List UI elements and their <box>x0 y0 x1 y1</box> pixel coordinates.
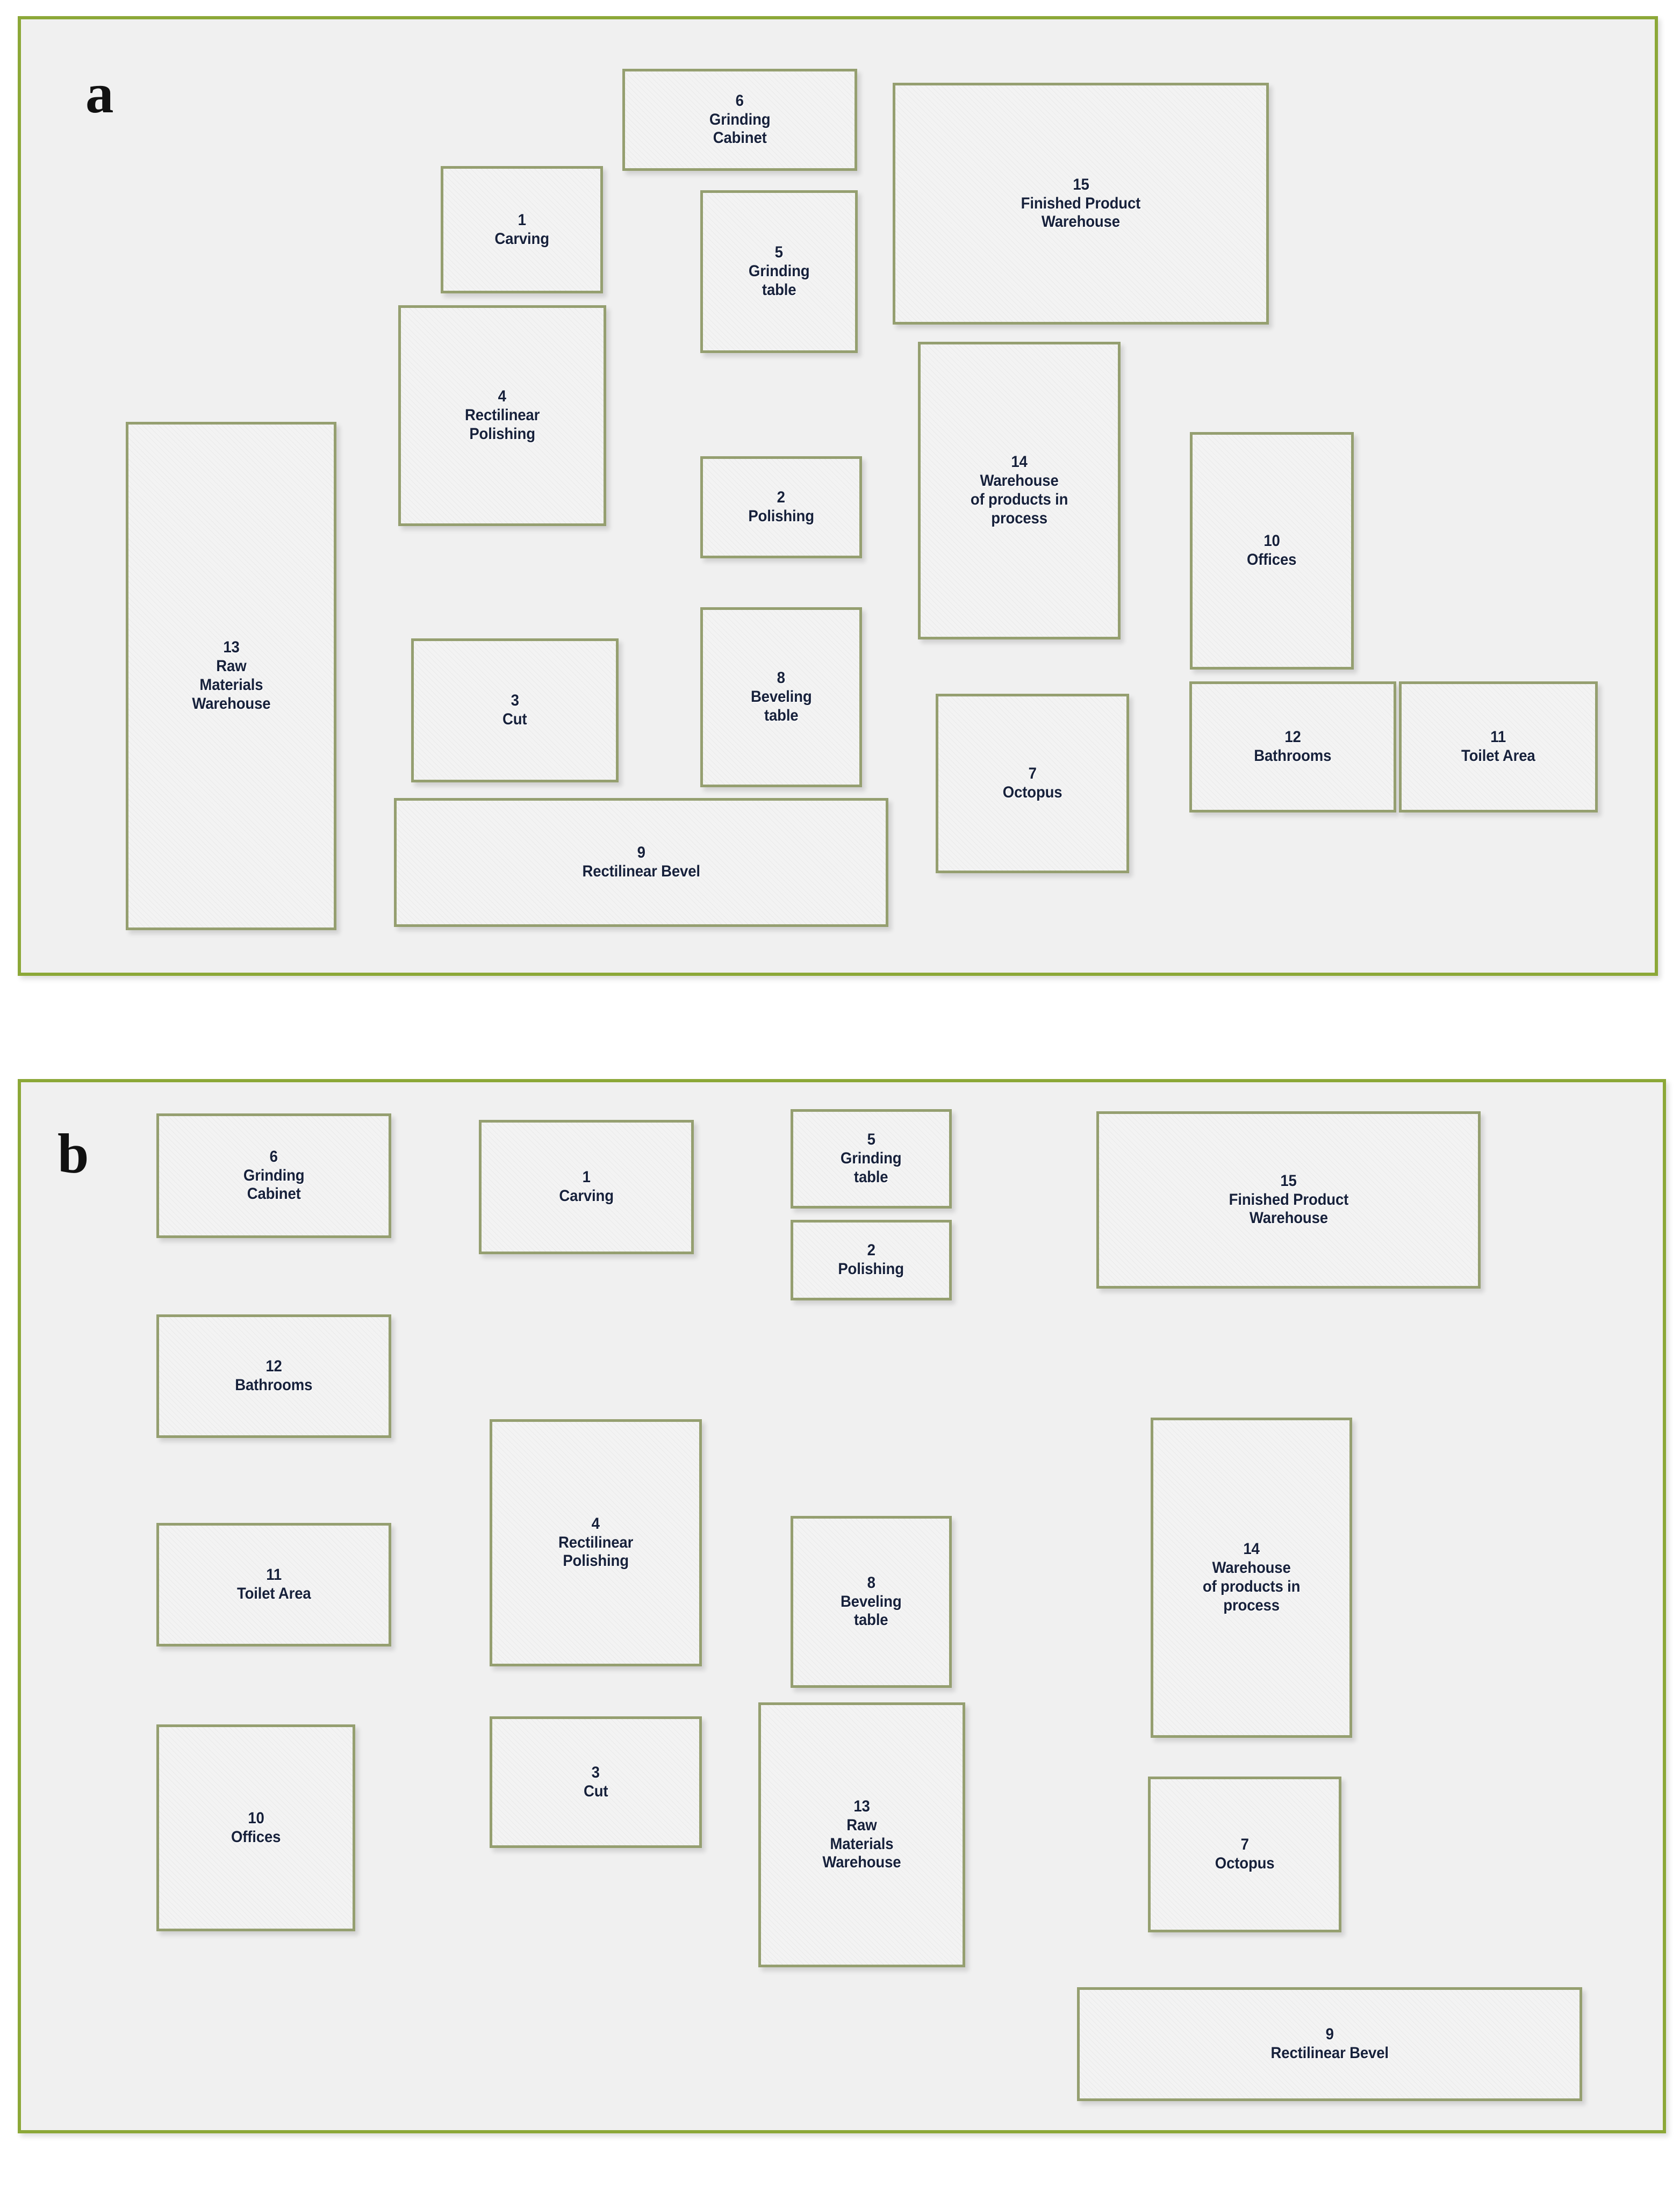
department-number: 14 <box>1243 1540 1260 1558</box>
department-name: Grinding Cabinet <box>709 110 771 147</box>
department-name: Rectilinear Bevel <box>1270 2044 1389 2062</box>
department-name: Carving <box>559 1187 614 1205</box>
department-name: Raw Materials Warehouse <box>191 657 271 713</box>
department-name: Bathrooms <box>1254 747 1332 765</box>
department-name: Grinding table <box>748 262 810 299</box>
department-number: 3 <box>511 692 519 710</box>
department-number: 15 <box>1280 1171 1297 1190</box>
department-name: Toilet Area <box>1461 747 1535 765</box>
department-name: Finished Product Warehouse <box>1021 194 1141 231</box>
department-name: Rectilinear Bevel <box>582 862 700 880</box>
department-name: Finished Product Warehouse <box>1229 1190 1348 1227</box>
department-number: 10 <box>1263 532 1280 550</box>
department-name: Grinding Cabinet <box>243 1166 305 1203</box>
department-number: 7 <box>1240 1836 1249 1854</box>
department-name: Beveling table <box>750 688 812 724</box>
department-number: 12 <box>1284 728 1301 746</box>
department-name: Cut <box>502 710 527 728</box>
department-name: Toilet Area <box>236 1585 311 1602</box>
department-number: 13 <box>853 1797 870 1815</box>
department-name: Cut <box>583 1782 608 1800</box>
department-number: 6 <box>735 91 744 110</box>
department-number: 2 <box>777 488 786 507</box>
department-number: 12 <box>265 1357 282 1376</box>
department-number: 9 <box>1325 2025 1334 2044</box>
department-name: Offices <box>231 1828 281 1846</box>
department-name: Bathrooms <box>235 1376 313 1394</box>
department-number: 8 <box>867 1573 875 1592</box>
department-name: Polishing <box>838 1260 904 1278</box>
department-name: Beveling table <box>841 1592 902 1629</box>
department-name: Grinding table <box>841 1149 902 1186</box>
department-name: Polishing <box>748 507 814 525</box>
department-name: Octopus <box>1002 783 1062 801</box>
department-number: 2 <box>867 1241 875 1260</box>
department-name: Octopus <box>1215 1854 1275 1872</box>
department-number: 4 <box>498 387 507 406</box>
department-name: Raw Materials Warehouse <box>822 1816 901 1872</box>
department-number: 4 <box>591 1514 600 1533</box>
department-number: 7 <box>1028 765 1037 783</box>
department-number: 3 <box>591 1763 600 1781</box>
department-number: 5 <box>774 243 784 262</box>
department-number: 11 <box>1490 728 1506 746</box>
department-number: 15 <box>1072 175 1089 193</box>
department-name: Warehouse of products in process <box>970 472 1068 527</box>
department-name: Offices <box>1247 551 1297 569</box>
department-number: 14 <box>1011 453 1028 471</box>
department-number: 11 <box>266 1566 282 1584</box>
department-name: Rectilinear Polishing <box>464 406 540 443</box>
panel-b-letter: b <box>58 1122 89 1185</box>
department-number: 9 <box>637 844 645 862</box>
department-number: 6 <box>269 1147 278 1166</box>
panel-a-letter: a <box>85 62 114 125</box>
department-name: Warehouse of products in process <box>1202 1559 1301 1614</box>
department-name: Carving <box>494 229 549 248</box>
department-number: 8 <box>777 669 786 687</box>
department-number: 10 <box>247 1809 264 1827</box>
department-number: 13 <box>222 638 240 657</box>
department-number: 1 <box>582 1168 591 1187</box>
department-number: 5 <box>867 1131 875 1149</box>
department-number: 1 <box>518 211 526 229</box>
department-name: Rectilinear Polishing <box>558 1533 634 1570</box>
